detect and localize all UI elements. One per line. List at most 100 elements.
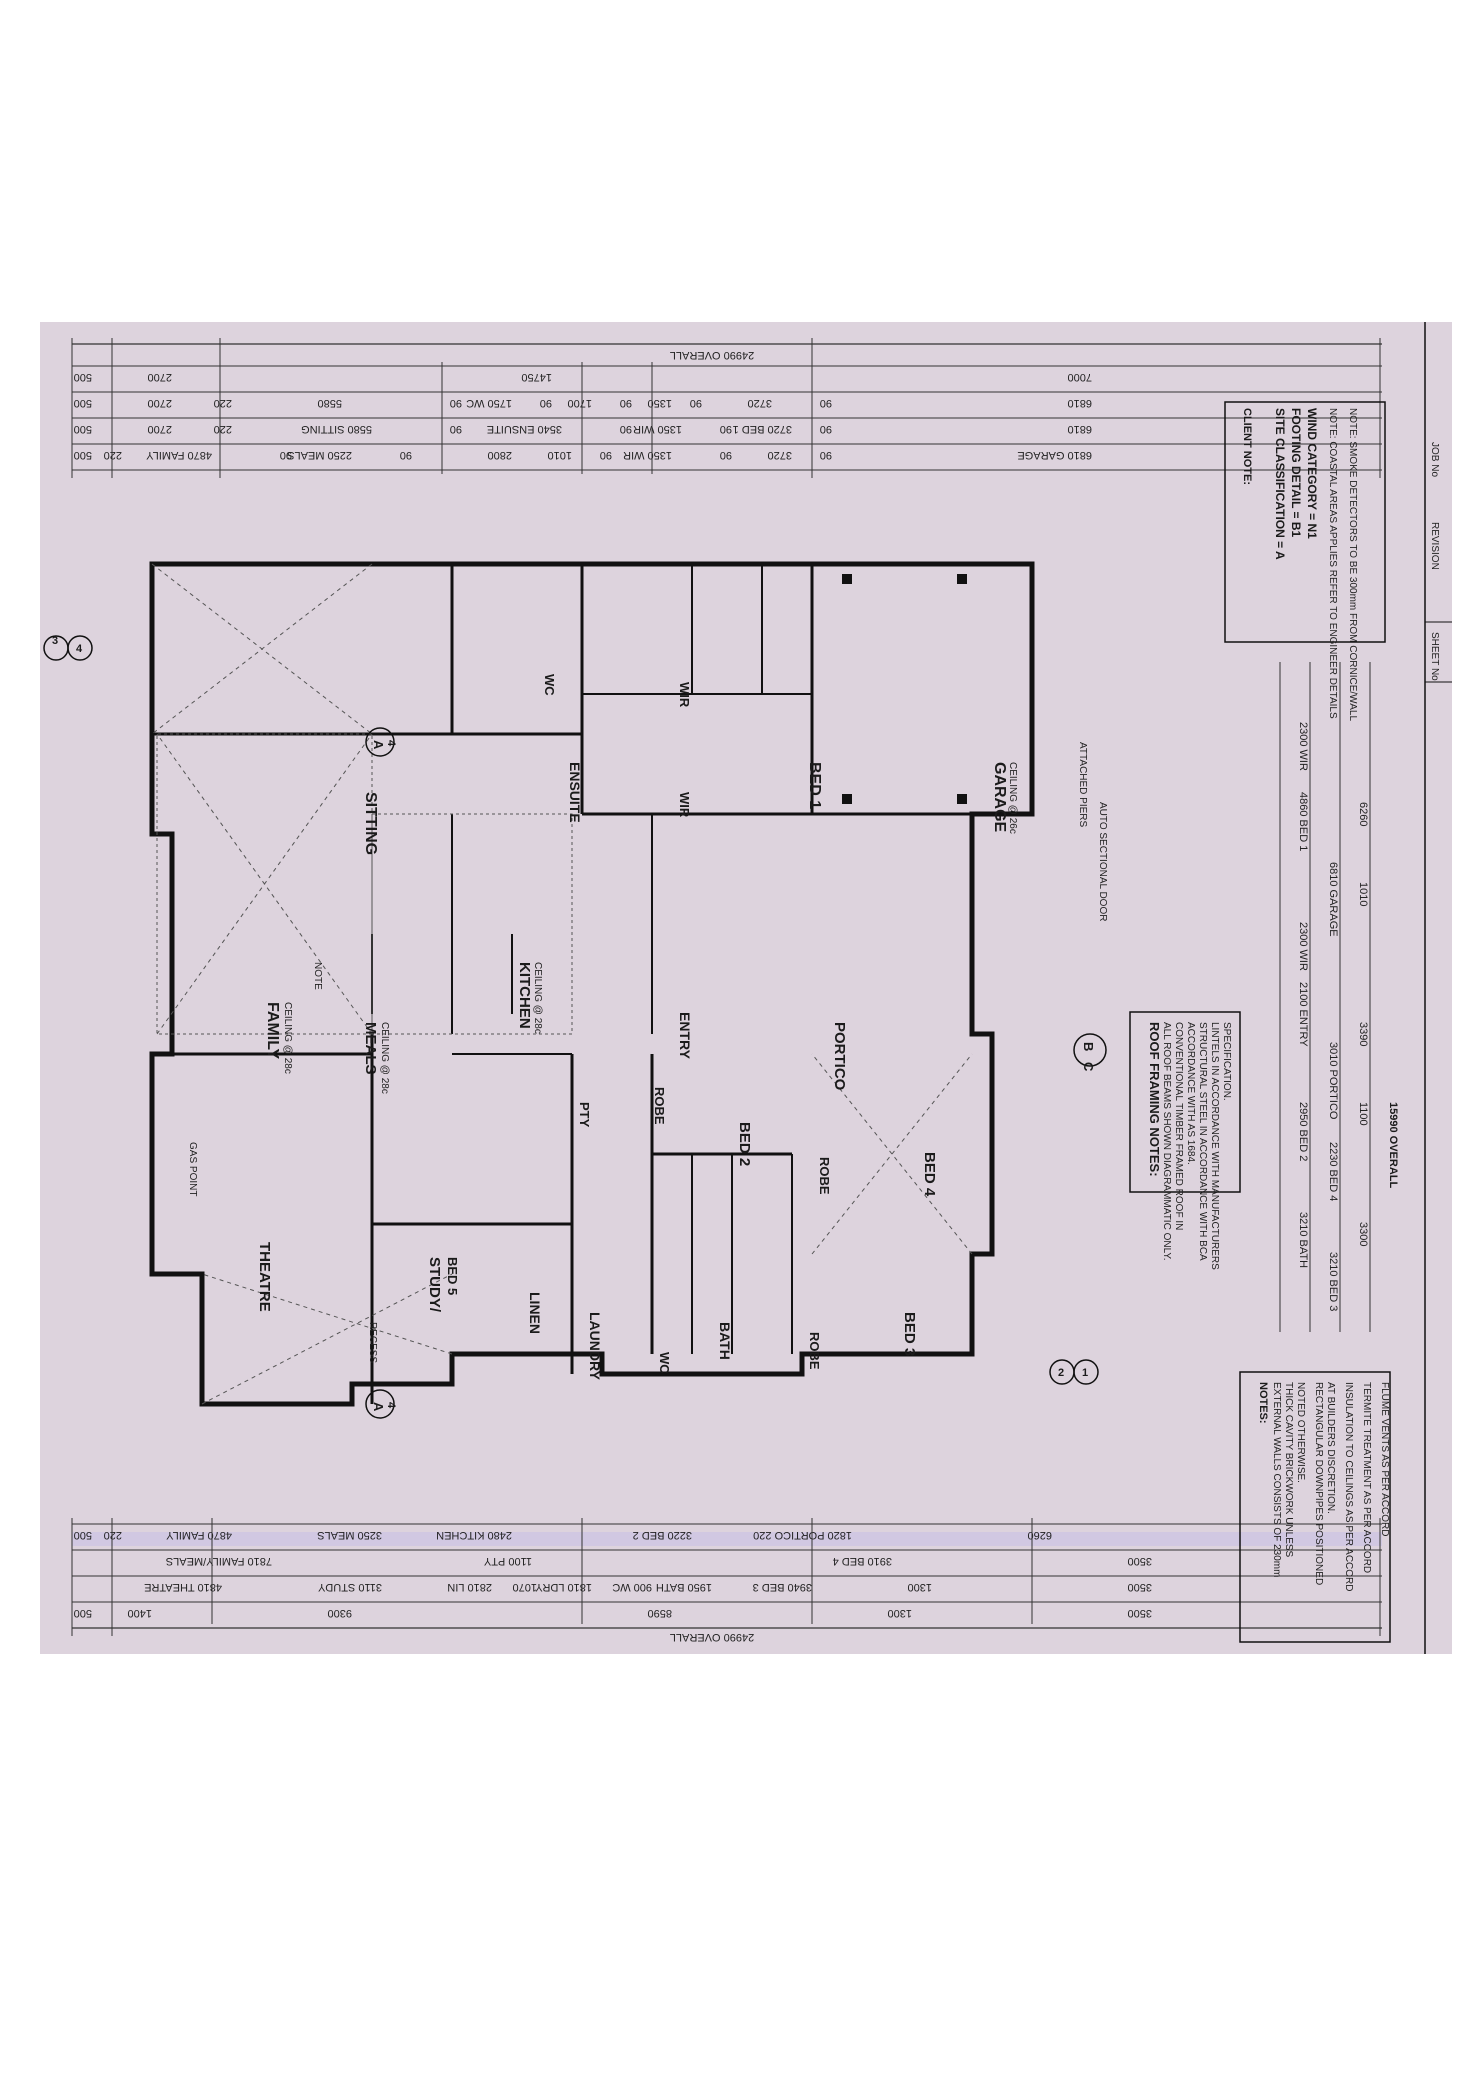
svg-text:1070: 1070 xyxy=(513,1581,537,1593)
svg-text:B: B xyxy=(1081,1042,1096,1051)
svg-text:ACCORDANCE WITH AS 1684.: ACCORDANCE WITH AS 1684. xyxy=(1185,1022,1196,1165)
svg-text:90: 90 xyxy=(400,449,412,461)
svg-text:1750 WC: 1750 WC xyxy=(466,397,512,409)
svg-text:3390: 3390 xyxy=(1357,1022,1369,1046)
svg-text:2: 2 xyxy=(1058,1367,1064,1379)
coastal-note: NOTE: COASTAL AREAS APPLIES REFER TO ENG… xyxy=(1327,408,1338,719)
svg-text:1300: 1300 xyxy=(908,1581,932,1593)
svg-text:1350: 1350 xyxy=(648,397,672,409)
svg-text:A: A xyxy=(371,740,386,750)
svg-text:6810 GARAGE: 6810 GARAGE xyxy=(1017,449,1092,461)
svg-text:2800: 2800 xyxy=(488,449,512,461)
site-classification: SITE CLASSIFICATION = A xyxy=(1273,408,1287,560)
svg-text:SPECIFICATION.: SPECIFICATION. xyxy=(1221,1022,1232,1101)
svg-text:3500: 3500 xyxy=(1128,1581,1152,1593)
svg-text:CONVENTIONAL TIMBER FRAMED ROO: CONVENTIONAL TIMBER FRAMED ROOF IN xyxy=(1173,1022,1184,1230)
room-portico: PORTICO xyxy=(831,1022,848,1091)
note-label: NOTE xyxy=(312,962,323,990)
svg-text:90: 90 xyxy=(280,449,292,461)
svg-text:90: 90 xyxy=(620,397,632,409)
svg-text:EXTERNAL WALLS CONSISTS OF 230: EXTERNAL WALLS CONSISTS OF 230mm xyxy=(1271,1382,1282,1577)
kitchen-ceiling: CEILING @ 28c xyxy=(532,962,543,1034)
svg-text:900 WC: 900 WC xyxy=(612,1581,652,1593)
smoke-note: NOTE: SMOKE DETECTORS TO BE 300mm FROM C… xyxy=(1347,408,1358,721)
room-bed-4: BED 4 xyxy=(921,1152,938,1197)
room-bed-1: BED 1 xyxy=(806,762,823,809)
svg-text:2700: 2700 xyxy=(148,371,172,383)
svg-text:1700: 1700 xyxy=(568,397,592,409)
svg-text:2250 MEALS: 2250 MEALS xyxy=(287,449,352,461)
svg-text:500: 500 xyxy=(74,1607,92,1619)
svg-text:90: 90 xyxy=(620,423,632,435)
svg-text:90: 90 xyxy=(820,423,832,435)
svg-text:7000: 7000 xyxy=(1068,371,1092,383)
auto-sectional-door: AUTO SECTIONAL DOOR xyxy=(1097,802,1108,921)
roof-framing-notes: ROOF FRAMING NOTES: ALL ROOF BEAMS SHOWN… xyxy=(1129,1011,1241,1270)
svg-text:500: 500 xyxy=(74,1529,92,1541)
room-bed-2: BED 2 xyxy=(736,1122,753,1166)
room-labels: SITTING ENSUITE WC WIR WIR BED 1 GARAGE … xyxy=(256,674,1008,1381)
svg-text:90: 90 xyxy=(820,397,832,409)
svg-text:6810: 6810 xyxy=(1068,397,1092,409)
svg-text:1010: 1010 xyxy=(1357,882,1369,906)
svg-text:3540 ENSUITE: 3540 ENSUITE xyxy=(487,423,562,435)
overall-top-dim: 24990 OVERALL xyxy=(670,349,754,361)
svg-text:6260: 6260 xyxy=(1028,1529,1052,1541)
roof-title: ROOF FRAMING NOTES: xyxy=(1147,1022,1162,1177)
client-note-title: CLIENT NOTE: xyxy=(1241,408,1253,485)
svg-text:1400: 1400 xyxy=(128,1607,152,1619)
svg-text:3300: 3300 xyxy=(1357,1222,1369,1246)
svg-text:4: 4 xyxy=(385,1402,397,1409)
family-ceiling: CEILING @ 28c xyxy=(282,1002,293,1074)
family-meals-floor xyxy=(151,563,973,1405)
svg-text:4: 4 xyxy=(385,740,397,747)
svg-text:220: 220 xyxy=(104,449,122,461)
svg-text:JOB No: JOB No xyxy=(1429,442,1440,477)
svg-text:500: 500 xyxy=(74,423,92,435)
top-row3: 500 2700 220 5580 SITTING 90 3540 ENSUIT… xyxy=(74,423,1092,435)
svg-text:1820 PORTICO 220: 1820 PORTICO 220 xyxy=(753,1529,852,1541)
room-bath: BATH xyxy=(717,1322,733,1360)
svg-text:C: C xyxy=(1081,1062,1096,1072)
svg-text:4870 FAMILY: 4870 FAMILY xyxy=(146,449,212,461)
room-theatre: THEATRE xyxy=(256,1242,273,1312)
room-robe-bed2: ROBE xyxy=(652,1087,667,1125)
svg-text:2100 ENTRY: 2100 ENTRY xyxy=(1297,982,1309,1047)
top-row4: 500 220 4870 FAMILY 90 2250 MEALS 90 280… xyxy=(74,449,1092,461)
svg-text:3500: 3500 xyxy=(1128,1607,1152,1619)
svg-text:6260: 6260 xyxy=(1357,802,1369,826)
svg-text:SHEET No: SHEET No xyxy=(1429,632,1440,681)
svg-text:220: 220 xyxy=(214,397,232,409)
svg-text:1100: 1100 xyxy=(1357,1102,1369,1126)
svg-text:90: 90 xyxy=(540,397,552,409)
plan-sheet: 24990 OVERALL 500 2700 14750 7000 500 27… xyxy=(40,322,1452,1654)
dimension-lines-top: 24990 OVERALL 500 2700 14750 7000 500 27… xyxy=(71,338,1382,478)
svg-text:7810 FAMILY/MEALS: 7810 FAMILY/MEALS xyxy=(166,1555,272,1567)
top-row1: 500 2700 14750 7000 xyxy=(74,371,1092,383)
room-kitchen: KITCHEN xyxy=(516,962,533,1029)
svg-text:220: 220 xyxy=(214,423,232,435)
svg-text:1810 LDRY: 1810 LDRY xyxy=(535,1581,592,1593)
room-wir-2: WIR xyxy=(677,792,692,818)
svg-text:1950 BATH: 1950 BATH xyxy=(656,1581,712,1593)
svg-text:2950 BED 2: 2950 BED 2 xyxy=(1297,1102,1309,1161)
svg-text:2480 KITCHEN: 2480 KITCHEN xyxy=(436,1529,512,1541)
wind-category: WIND CATEGORY = N1 xyxy=(1305,408,1319,539)
svg-text:1010: 1010 xyxy=(548,449,572,461)
svg-text:2300 WIR: 2300 WIR xyxy=(1297,722,1309,771)
svg-text:3940 BED 3: 3940 BED 3 xyxy=(753,1581,812,1593)
svg-text:2300 WIR: 2300 WIR xyxy=(1297,922,1309,971)
garage-ceiling: CEILING @ 26c xyxy=(1007,762,1018,834)
gas-point: GAS POINT xyxy=(187,1142,198,1196)
top-row2: 500 2700 220 5580 90 1750 WC 90 1700 90 … xyxy=(74,397,1092,409)
room-bed-3: BED 3 xyxy=(901,1312,918,1356)
overall-bottom-dim: 24990 OVERALL xyxy=(670,1631,754,1643)
room-wc-bottom: WC xyxy=(657,1352,672,1374)
svg-text:6810: 6810 xyxy=(1068,423,1092,435)
room-ensuite: ENSUITE xyxy=(567,762,583,823)
svg-text:3250 MEALS: 3250 MEALS xyxy=(317,1529,382,1541)
room-entry: ENTRY xyxy=(677,1012,693,1060)
footing-detail: FOOTING DETAIL = B1 xyxy=(1289,408,1303,538)
room-wir-1: WIR xyxy=(677,682,692,708)
room-robe-bed4: ROBE xyxy=(817,1157,832,1195)
